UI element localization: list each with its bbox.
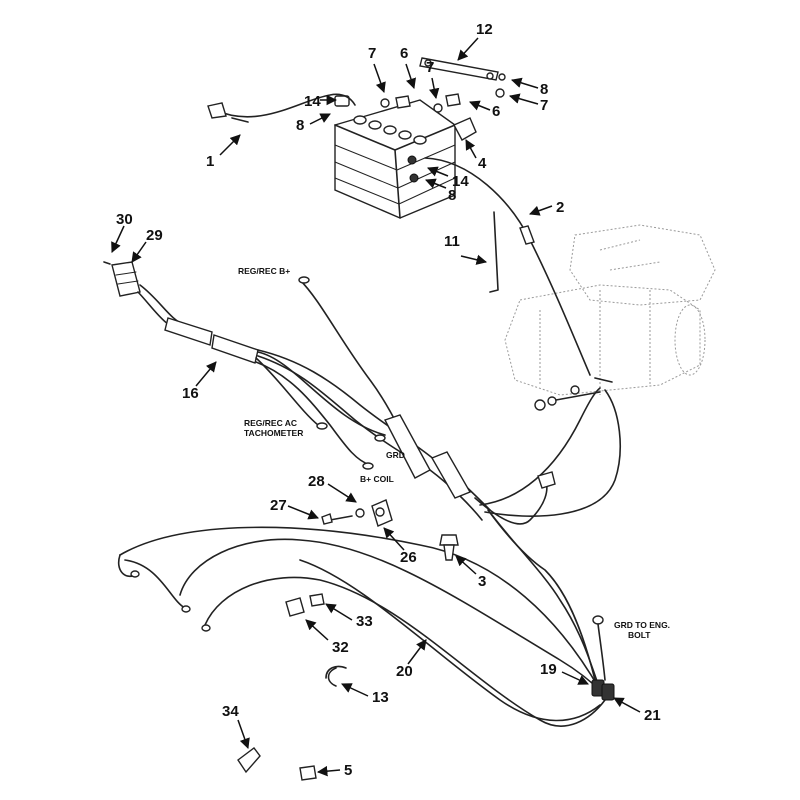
callout-7-right: 7 xyxy=(540,97,548,114)
label-reg-rec-ac: REG/REC AC xyxy=(244,418,297,428)
callout-8-left: 8 xyxy=(296,117,304,134)
callout-12: 12 xyxy=(476,21,493,38)
callout-33: 33 xyxy=(356,613,373,630)
callout-30: 30 xyxy=(116,211,133,228)
label-b-coil: B+ COIL xyxy=(360,474,394,484)
label-reg-rec-b: REG/REC B+ xyxy=(238,266,290,276)
callout-14-lower: 14 xyxy=(452,173,469,190)
callout-2: 2 xyxy=(556,199,564,216)
callout-6-top: 6 xyxy=(400,45,408,62)
callout-21: 21 xyxy=(644,707,661,724)
callout-3: 3 xyxy=(478,573,486,590)
callout-28: 28 xyxy=(308,473,325,490)
harness-branches xyxy=(474,387,621,691)
starter-terminal xyxy=(534,385,601,411)
callout-7-mid: 7 xyxy=(426,59,434,76)
battery-cable-positive xyxy=(424,157,613,383)
callout-26: 26 xyxy=(400,549,417,566)
callout-32: 32 xyxy=(332,639,349,656)
main-harness xyxy=(137,276,491,521)
callout-19: 19 xyxy=(540,661,557,678)
battery-cable-negative xyxy=(207,93,356,123)
label-bolt: BOLT xyxy=(628,630,651,640)
connector xyxy=(103,261,141,297)
callout-5: 5 xyxy=(344,762,352,779)
callout-7-left: 7 xyxy=(368,45,376,62)
text-labels: REG/REC B+ REG/REC AC TACHOMETER GRD B+ … xyxy=(238,266,670,640)
callout-4: 4 xyxy=(478,155,487,172)
callout-8-lower: 8 xyxy=(448,187,456,204)
callout-13: 13 xyxy=(372,689,389,706)
engine-ghost xyxy=(504,224,716,396)
battery-hardware xyxy=(334,57,506,141)
hold-down-rod xyxy=(489,211,499,293)
callout-6-right: 6 xyxy=(492,103,500,120)
label-grd-to-eng: GRD TO ENG. xyxy=(614,620,670,630)
callout-34: 34 xyxy=(222,703,239,720)
battery xyxy=(334,99,456,219)
small-parts xyxy=(237,499,459,781)
callout-8-right: 8 xyxy=(540,81,548,98)
callout-numbers: 1 2 3 4 5 6 6 7 7 7 8 8 8 11 12 13 14 14… xyxy=(116,21,661,779)
callout-1: 1 xyxy=(206,153,214,170)
callout-27: 27 xyxy=(270,497,287,514)
callout-16: 16 xyxy=(182,385,199,402)
callout-29: 29 xyxy=(146,227,163,244)
callout-14-top: 14 xyxy=(304,93,321,110)
label-tachometer: TACHOMETER xyxy=(244,428,303,438)
callout-20: 20 xyxy=(396,663,413,680)
callout-arrows xyxy=(111,37,641,777)
callout-11: 11 xyxy=(444,233,460,250)
lower-harness xyxy=(117,526,615,727)
label-grd: GRD xyxy=(386,450,405,460)
